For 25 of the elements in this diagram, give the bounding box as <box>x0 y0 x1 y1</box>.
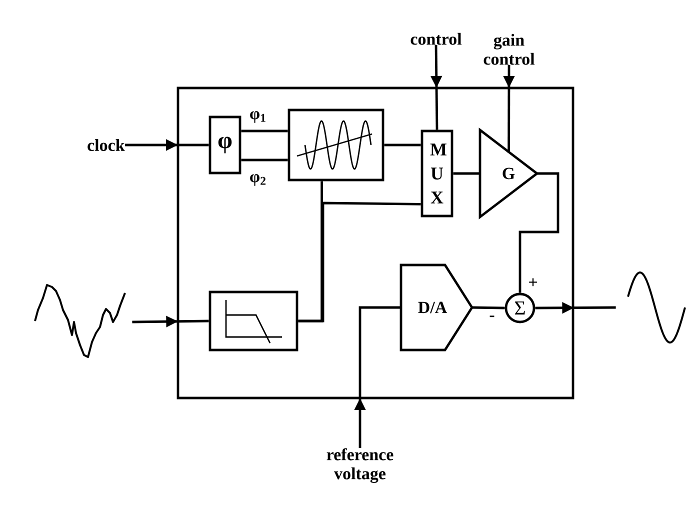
multiplexer-box: M U X <box>420 130 454 218</box>
noisy-signal-drawing <box>34 284 126 358</box>
connector <box>384 144 421 146</box>
input-label: gain control <box>484 34 535 65</box>
converter-block: D/A <box>400 264 474 352</box>
input-label: control <box>410 32 462 45</box>
connector <box>472 306 505 310</box>
phase-splitter-box: φ <box>208 116 242 174</box>
connector <box>518 172 560 293</box>
connector <box>241 130 288 132</box>
oscillator-box <box>288 108 384 182</box>
summing-junction: Σ <box>504 292 536 324</box>
sign-label: + <box>529 278 537 286</box>
input-label: reference voltage <box>326 448 394 483</box>
edge-label: φ$_{2}$ <box>248 173 268 187</box>
input-label: clock <box>88 139 125 151</box>
connector <box>241 158 288 162</box>
filter-box <box>208 290 298 352</box>
edge-label: φ$_{1}$ <box>248 110 268 124</box>
sine-wave-drawing <box>627 272 686 344</box>
connector <box>453 172 480 175</box>
connector <box>354 306 401 448</box>
system-box <box>176 86 574 400</box>
sign-label: - <box>490 316 494 318</box>
connector <box>298 202 421 322</box>
